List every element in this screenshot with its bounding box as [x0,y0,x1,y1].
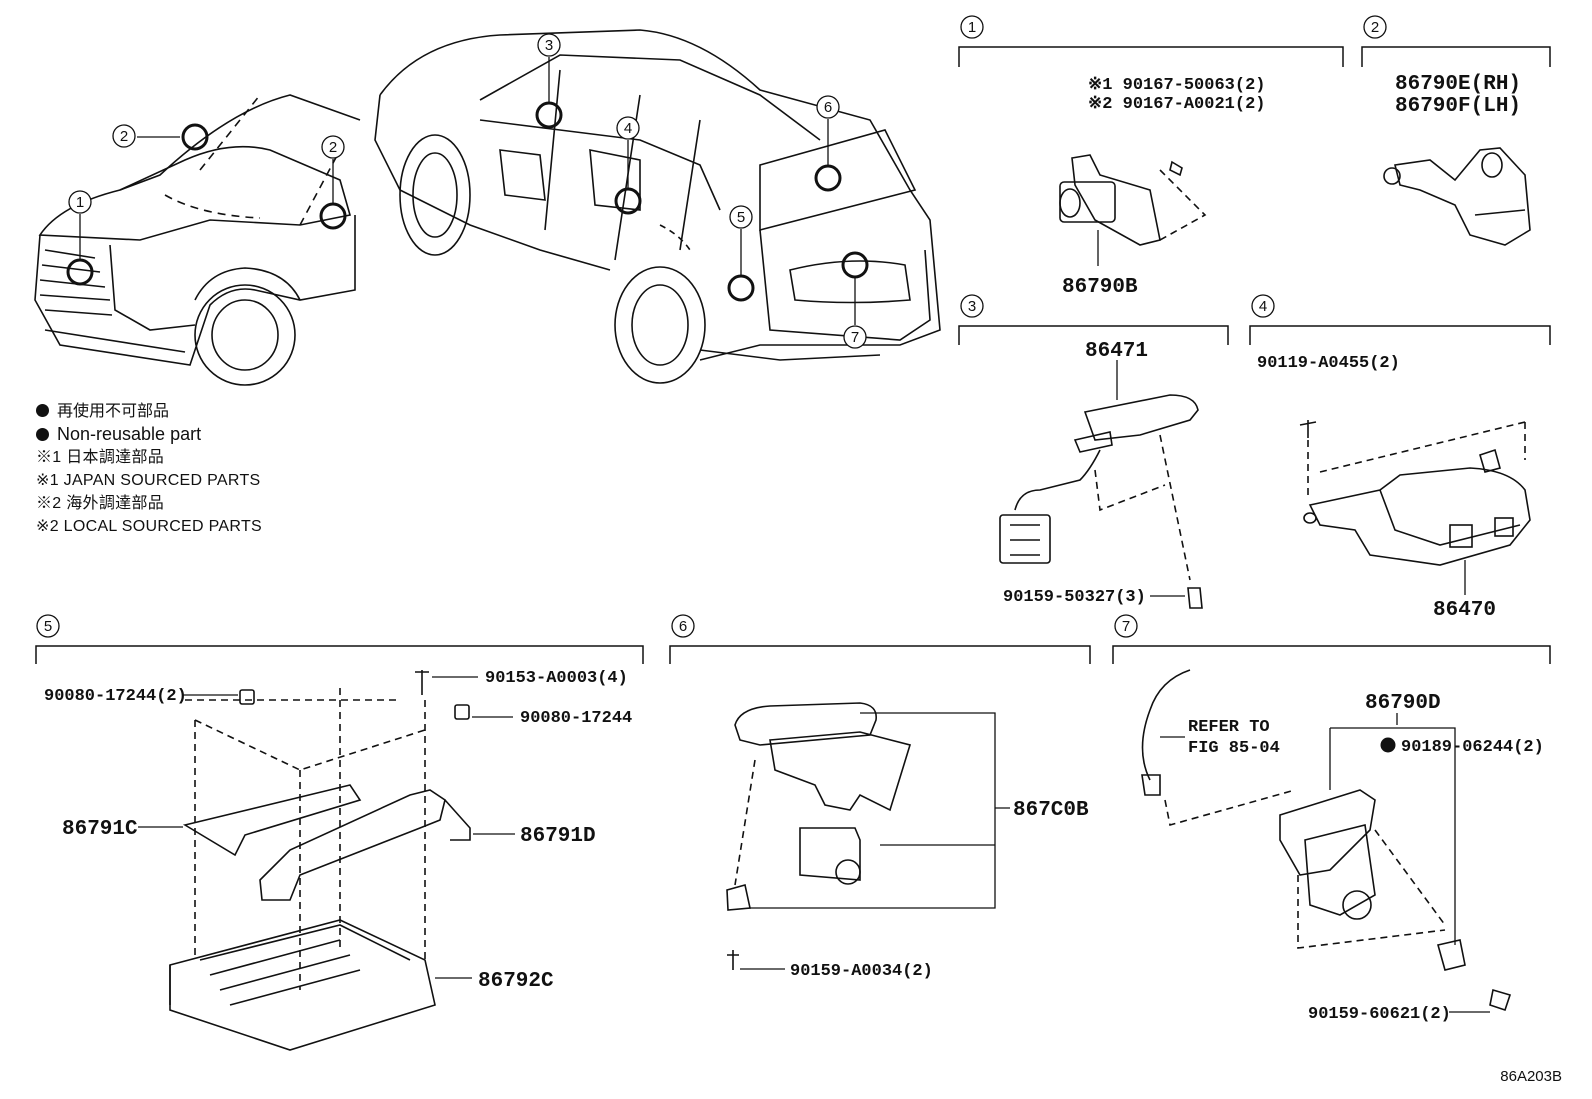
label-867c0b: 867C0B [1013,799,1089,822]
label-90119-a0455: 90119-A0455(2) [1257,354,1400,373]
label-90159-50327: 90159-50327(3) [1003,588,1146,607]
section-number-2: 2 [1371,19,1379,36]
legend-note2-en: ※2 LOCAL SOURCED PARTS [36,518,262,535]
camera-867c0b-drawing [726,702,912,970]
label-86790b: 86790B [1062,276,1138,299]
legend-row-nonreusable-jp: 再使用不可部品 [36,400,262,423]
callout-6-rear-window: 6 [824,99,832,116]
rear-vehicle-illustration [374,29,941,384]
filled-circle-icon [36,404,49,417]
ecu-86470-drawing [1299,420,1531,566]
filled-circle-icon [36,428,49,441]
legend-nonreusable-en-text: Non-reusable part [57,424,202,444]
section-number-5: 5 [44,618,52,635]
figure-code: 86A203B [1500,1068,1562,1085]
legend-nonreusable-jp-text: 再使用不可部品 [57,403,170,420]
label-86791d: 86791D [520,825,596,848]
callout-2-front-side: 2 [329,139,337,156]
label-90080-17244: 90080-17244 [520,709,632,728]
legend-note1-jp: ※1 日本調達部品 [36,449,165,466]
section-brackets [35,46,1551,664]
label-90153-a0003: 90153-A0003(4) [485,669,628,688]
label-86470: 86470 [1433,599,1496,622]
callout-3-cabin: 3 [545,37,553,54]
label-86471: 86471 [1085,340,1148,363]
legend-row-nonreusable-en: Non-reusable part [36,423,262,446]
part-labels: ※1 90167-50063(2) ※2 90167-A0021(2) 8679… [44,73,1544,1024]
section-number-1: 1 [968,19,976,36]
label-86791c: 86791C [62,818,138,841]
front-vehicle-illustration [34,94,361,386]
label-86790d: 86790D [1365,692,1441,715]
callout-1-front-grille: 1 [76,194,84,211]
vehicle-callouts: 2 2 1 3 4 6 5 7 [66,33,869,349]
section-number-7: 7 [1122,618,1130,635]
legend: 再使用不可部品 Non-reusable part ※1 日本調達部品 ※1 J… [36,400,262,538]
label-s1-bolt-jp: ※1 90167-50063(2) [1088,76,1265,95]
label-86790e: 86790E(RH) [1395,73,1521,96]
callout-7-rear-gate: 7 [851,329,859,346]
camera-86790e-86790f-drawing [1383,147,1531,246]
label-90189-06244: 90189-06244(2) [1401,738,1544,757]
label-s1-bolt-local: ※2 90167-A0021(2) [1088,95,1265,114]
label-86790f: 86790F(LH) [1395,95,1521,118]
section-number-4: 4 [1259,298,1267,315]
legend-note1-en: ※1 JAPAN SOURCED PARTS [36,472,261,489]
label-90080-17244-2: 90080-17244(2) [44,687,187,706]
section-number-6: 6 [679,618,687,635]
ecu-bracket-assembly-drawing [169,670,471,1051]
camera-86790b-drawing [1059,154,1207,246]
label-86792c: 86792C [478,970,554,993]
section-number-3: 3 [968,298,976,315]
label-90159-60621: 90159-60621(2) [1308,1005,1451,1024]
callout-2-front-top: 2 [120,128,128,145]
callout-4-cabin: 4 [624,120,632,137]
sensor-86471-drawing [999,394,1203,609]
callout-5-rear-side: 5 [737,209,745,226]
section-numbers: 1 2 3 4 5 6 7 [36,15,1387,638]
label-fig-85-04: FIG 85-04 [1188,739,1280,758]
nonreusable-marker-icon [1380,737,1396,753]
leader-lines [137,136,1490,1013]
camera-86790d-drawing [1141,669,1512,1012]
legend-note2-jp: ※2 海外調達部品 [36,495,165,512]
label-refer-to: REFER TO [1188,718,1270,737]
label-90159-a0034: 90159-A0034(2) [790,962,933,981]
